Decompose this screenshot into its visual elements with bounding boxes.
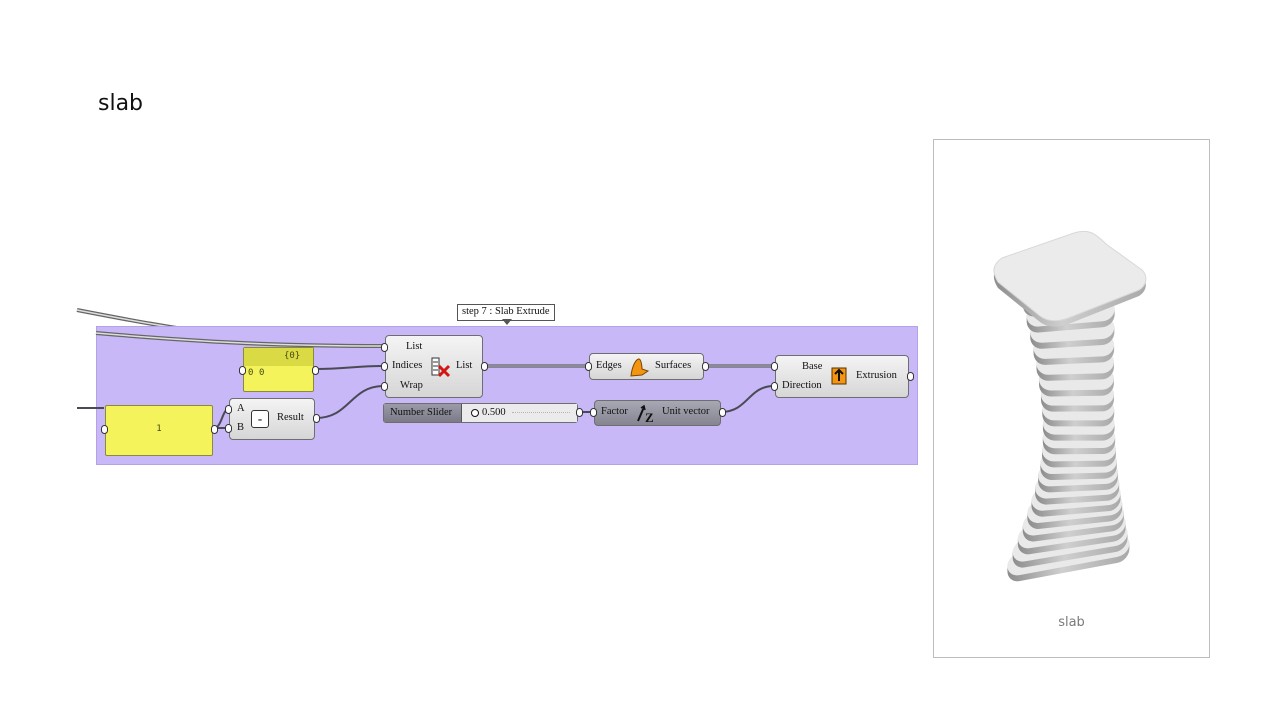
subtraction-output-result: Result bbox=[277, 412, 304, 423]
panel-indices[interactable]: {0} 0 0 bbox=[243, 347, 314, 392]
extrude-input-base: Base bbox=[802, 361, 823, 372]
panel-indices-input-port[interactable] bbox=[239, 366, 246, 375]
subtraction-b-port[interactable] bbox=[225, 424, 232, 433]
subtraction-result-port[interactable] bbox=[313, 414, 320, 423]
top-slab bbox=[993, 230, 1147, 327]
panel-indices-header bbox=[244, 348, 313, 366]
boundary-input-edges: Edges bbox=[596, 360, 622, 371]
number-slider-label: Number Slider bbox=[390, 407, 453, 418]
cull-index-icon bbox=[431, 357, 451, 378]
unit-input-factor: Factor bbox=[601, 406, 628, 417]
number-slider[interactable]: Number Slider 0.500 bbox=[383, 403, 578, 423]
number-slider-value: 0.500 bbox=[482, 407, 506, 418]
subtraction-input-a: A bbox=[237, 403, 245, 414]
extrude-direction-port[interactable] bbox=[771, 382, 778, 391]
number-slider-output-port[interactable] bbox=[576, 408, 583, 417]
subtraction-a-port[interactable] bbox=[225, 405, 232, 414]
slab-tower-render bbox=[993, 230, 1147, 582]
unit-z-icon: Z bbox=[637, 404, 654, 424]
cull-list-port[interactable] bbox=[381, 343, 388, 352]
cull-input-wrap: Wrap bbox=[400, 380, 423, 391]
panel-indices-path: {0} bbox=[284, 351, 301, 361]
boundary-surface-icon bbox=[630, 358, 650, 377]
panel-one-input-port[interactable] bbox=[101, 425, 108, 434]
group-label-pointer bbox=[502, 319, 512, 325]
number-slider-knob[interactable] bbox=[471, 409, 479, 417]
number-slider-track[interactable] bbox=[462, 404, 577, 422]
cull-wrap-port[interactable] bbox=[381, 382, 388, 391]
extrude-output-port[interactable] bbox=[907, 372, 914, 381]
extrude-component[interactable]: Base Direction Extrusion bbox=[775, 355, 909, 398]
panel-indices-index: 0 bbox=[248, 368, 254, 378]
unit-factor-port[interactable] bbox=[590, 408, 597, 417]
cull-index-component[interactable]: List Indices Wrap List bbox=[385, 335, 483, 398]
subtraction-component[interactable]: A B - Result bbox=[229, 398, 315, 440]
slide-title: slab bbox=[98, 91, 144, 116]
unit-vector-port[interactable] bbox=[719, 408, 726, 417]
minus-icon: - bbox=[251, 410, 269, 428]
panel-indices-output-port[interactable] bbox=[312, 366, 319, 375]
extrude-icon bbox=[831, 367, 847, 385]
cull-input-list: List bbox=[406, 341, 423, 352]
svg-text:Z: Z bbox=[645, 410, 654, 424]
render-caption: slab bbox=[1058, 615, 1085, 630]
panel-one-output-port[interactable] bbox=[211, 425, 218, 434]
slab-stack bbox=[1007, 281, 1130, 582]
panel-value-one[interactable]: 1 bbox=[105, 405, 213, 456]
boundary-edges-port[interactable] bbox=[585, 362, 592, 371]
unit-vector-component[interactable]: Factor Z Unit vector bbox=[594, 400, 721, 426]
boundary-surfaces-component[interactable]: Edges Surfaces bbox=[589, 353, 704, 380]
number-slider-label-box bbox=[384, 404, 462, 422]
panel-value-one-text: 1 bbox=[156, 424, 162, 434]
cull-indices-port[interactable] bbox=[381, 362, 388, 371]
unit-output-vector: Unit vector bbox=[662, 406, 710, 417]
boundary-output-surfaces: Surfaces bbox=[655, 360, 692, 371]
boundary-surfaces-port[interactable] bbox=[702, 362, 709, 371]
extrude-input-direction: Direction bbox=[782, 380, 822, 391]
cull-output-port[interactable] bbox=[481, 362, 488, 371]
cull-output-list: List bbox=[456, 360, 473, 371]
panel-indices-value: 0 bbox=[259, 368, 265, 378]
cull-input-indices: Indices bbox=[392, 360, 423, 371]
extrude-base-port[interactable] bbox=[771, 362, 778, 371]
subtraction-input-b: B bbox=[237, 422, 245, 433]
extrude-output-extrusion: Extrusion bbox=[856, 370, 897, 381]
number-slider-ticks bbox=[512, 412, 570, 413]
